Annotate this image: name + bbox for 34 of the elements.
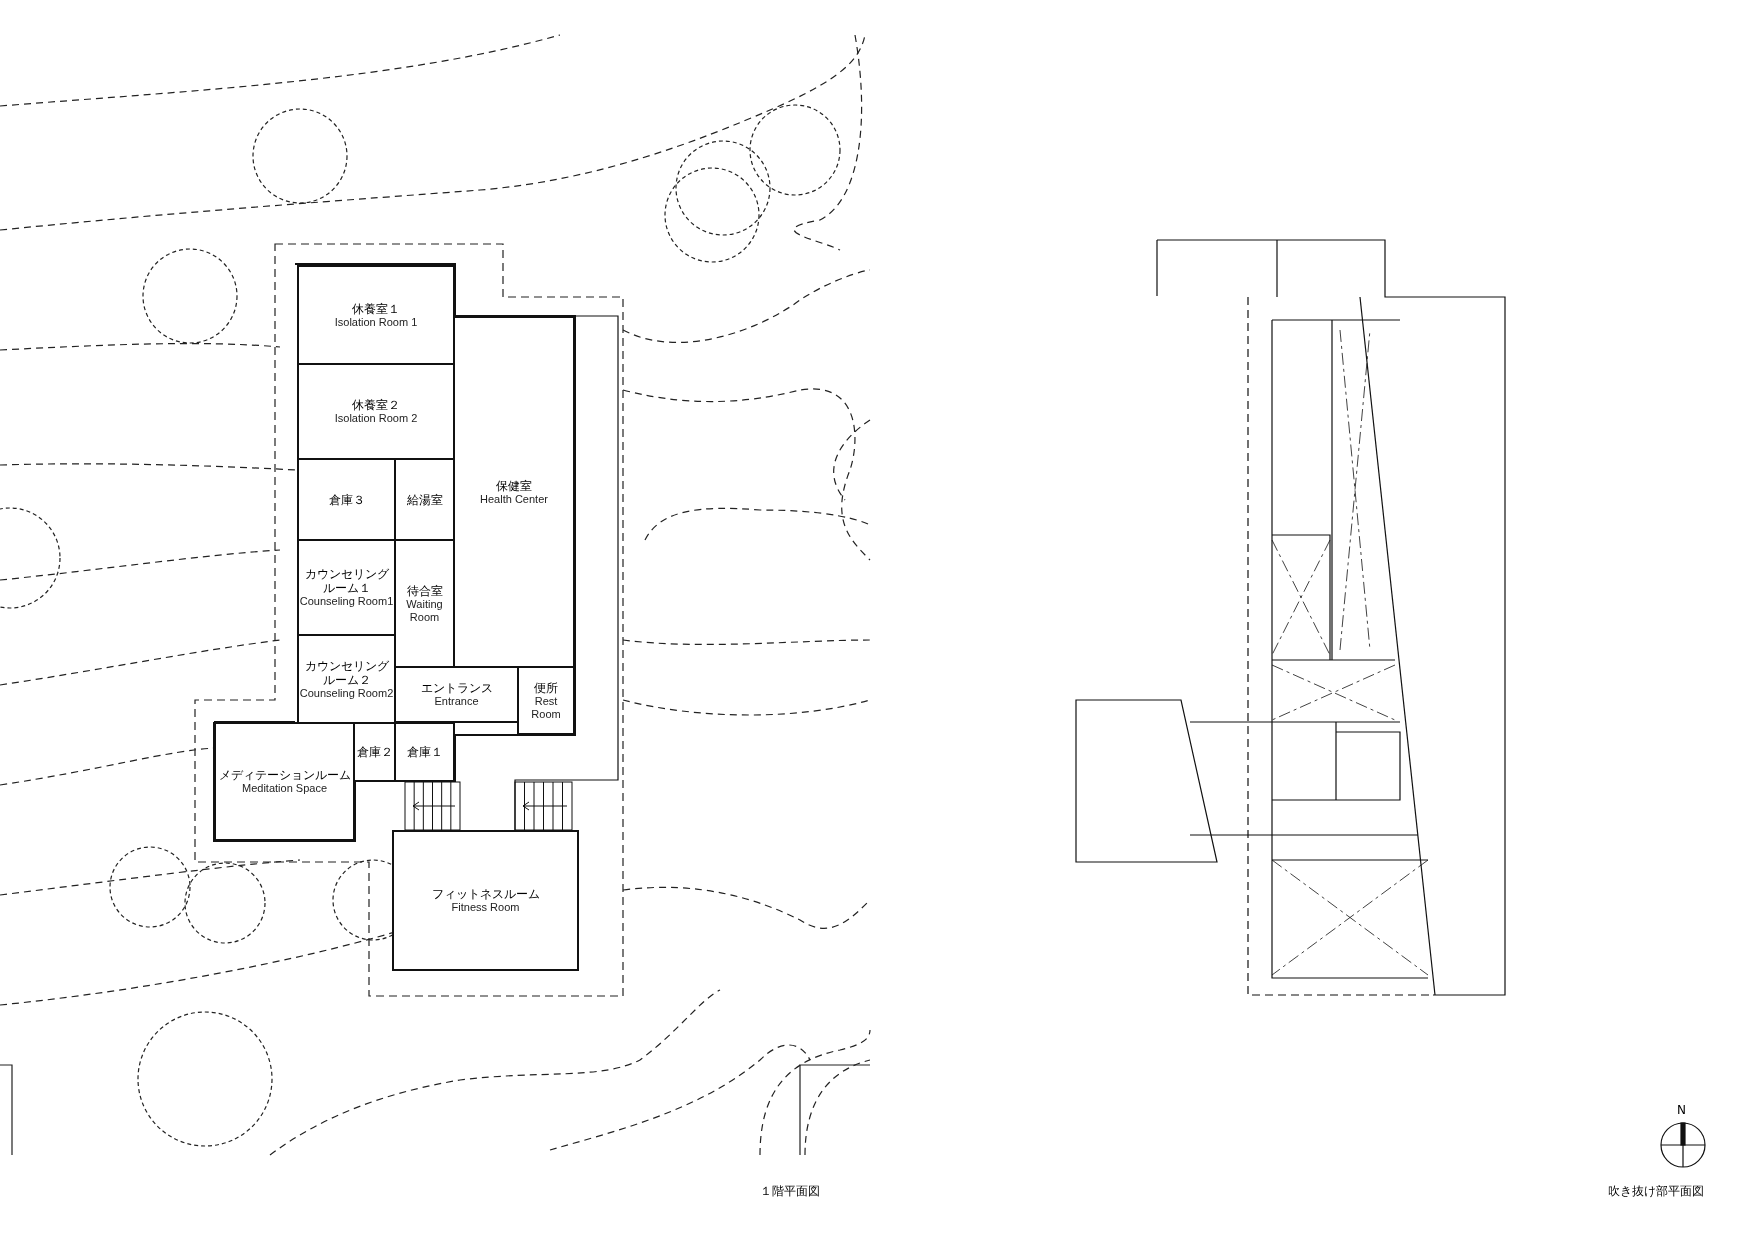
room <box>394 722 455 782</box>
room-name: メディテーションルーム <box>218 768 351 782</box>
room <box>297 539 396 636</box>
room <box>297 265 455 365</box>
room-name-english: Fitness Room <box>451 901 520 914</box>
room-name-english: Health Center <box>480 492 548 506</box>
room-name: 休養室２ <box>352 398 400 412</box>
room-name: 便所 <box>534 680 558 695</box>
room-name: 給湯室 <box>406 492 443 507</box>
room <box>453 316 575 668</box>
room-name: 倉庫２ <box>356 745 393 759</box>
room-name-english: Isolation Room 1 <box>334 315 418 329</box>
room-name: カウンセリングルーム１ <box>303 567 390 595</box>
room-name-english: Counseling Room1 <box>299 595 394 608</box>
room <box>392 830 579 971</box>
room-name: 倉庫１ <box>406 745 443 759</box>
room-name: フィットネスルーム <box>431 887 540 901</box>
room-name: 休養室１ <box>352 301 400 316</box>
room-name: 保健室 <box>496 478 532 493</box>
plan-title: １階平面図 <box>760 1183 820 1200</box>
north-label: N <box>1677 1103 1686 1117</box>
room-name: カウンセリングルーム２ <box>303 658 390 687</box>
room-name: エントランス <box>420 681 493 695</box>
room <box>297 634 396 724</box>
room-name-english: Counseling Room2 <box>299 686 394 700</box>
room-name-english: Rest Room <box>530 694 562 721</box>
room-name-english: Waiting Room <box>405 597 444 624</box>
room-name: 倉庫３ <box>328 492 365 507</box>
room-name: 待合室 <box>406 583 443 598</box>
room <box>517 666 575 735</box>
room-name-english: Meditation Space <box>242 782 327 795</box>
room-name-english: Entrance <box>434 695 479 708</box>
room-name-english: Isolation Room 2 <box>334 412 418 425</box>
plan-title: 吹き抜け部平面図 <box>1608 1183 1704 1200</box>
